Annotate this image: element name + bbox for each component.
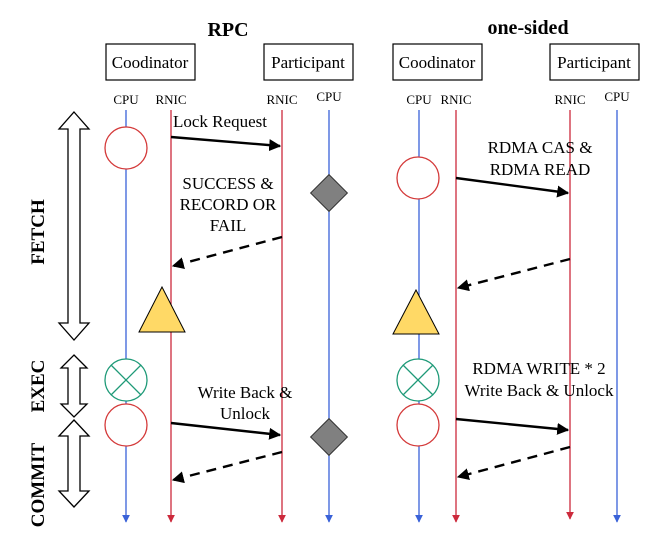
rpc-lock-request-arrow [170,135,282,152]
onesided-coordinator-label: Coodinator [399,53,476,72]
onesided-coord-rnic-label: RNIC [440,92,471,107]
onesided-title: one-sided [487,17,568,39]
rpc-participant-box: Participant [263,43,354,81]
rdma-cas-arrow [455,176,570,198]
rpc-part-rnic-label: RNIC [266,92,297,107]
rpc-triangle [138,285,186,333]
rpc-response-dashed-arrow [171,235,283,270]
rdma-cas-label-line2: RDMA READ [490,160,591,179]
rpc-commit-circle [104,403,148,447]
rdma-write-label-line1: RDMA WRITE * 2 [472,359,605,378]
rpc-commit-diamond [309,417,349,457]
commit-phase-label: COMMIT [28,442,49,527]
exec-phase-label: EXEC [28,360,49,413]
onesided-fetch-dashed-arrow [456,257,571,292]
rpc-success-label-line1: SUCCESS & [182,174,273,193]
rpc-participant-label: Participant [271,53,345,72]
exec-phase-arrow [59,354,89,418]
rpc-exec-circle [104,358,148,402]
onesided-commit-circle [396,403,440,447]
onesided-participant-box: Participant [549,43,640,81]
onesided-part-cpu-label: CPU [604,89,630,104]
onesided-coord-cpu-label: CPU [406,92,432,107]
onesided-exec-circle [396,358,440,402]
rpc-coordinator-box: Coodinator [105,43,196,81]
rpc-participant-cpu-diamond [309,173,349,213]
rpc-fetch-start-circle [104,126,148,170]
rdma-cas-label-line1: RDMA CAS & [488,138,593,157]
commit-phase-arrow [57,419,91,508]
fetch-phase-label: FETCH [28,199,49,265]
rpc-lock-request-label: Lock Request [173,112,267,131]
rpc-part-cpu-label: CPU [316,89,342,104]
rpc-writeback-arrow [170,421,282,440]
onesided-coordinator-box: Coodinator [392,43,483,81]
rpc-success-label-line3: FAIL [210,216,247,235]
rpc-commit-dashed-arrow [171,450,283,484]
onesided-participant-label: Participant [557,53,631,72]
rpc-writeback-label-line1: Write Back & [198,383,293,402]
onesided-triangle [392,288,440,335]
rpc-coord-rnic-label: RNIC [155,92,186,107]
rpc-success-label-line2: RECORD OR [180,195,277,214]
onesided-fetch-start-circle [396,156,440,200]
onesided-commit-dashed-arrow [456,445,571,481]
rpc-coordinator-label: Coodinator [112,53,189,72]
rpc-coord-cpu-label: CPU [113,92,139,107]
rpc-writeback-label-line2: Unlock [220,404,271,423]
rdma-write-label-line2: Write Back & Unlock [465,381,614,400]
onesided-part-rnic-label: RNIC [554,92,585,107]
fetch-phase-arrow [57,111,91,341]
rdma-write-arrow [455,417,570,435]
rpc-title: RPC [207,19,248,41]
